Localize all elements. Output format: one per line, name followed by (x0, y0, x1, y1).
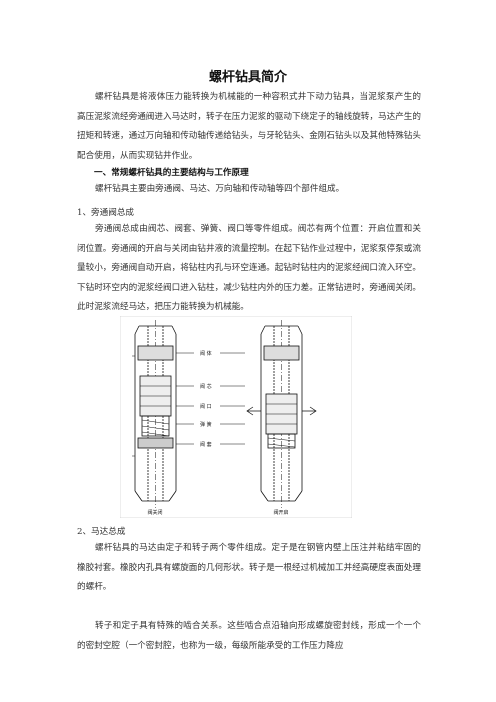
intro-paragraph: 螺杆钻具是将液体压力能转换为机械能的一种容积式井下动力钻具，当泥浆泵产生的高压泥… (77, 92, 421, 161)
caption-open: 阀开启 (273, 509, 288, 516)
valve-open-drawing (246, 320, 317, 508)
label-valve-core: 阀 芯 (200, 383, 212, 390)
valve-closed-drawing (132, 320, 177, 508)
subsection-heading-valve: 1、旁通阀总成 (77, 208, 135, 218)
bypass-valve-figure: 阀 体 阀 芯 阀 口 弹 簧 阀 套 (120, 316, 352, 518)
label-valve-body: 阀 体 (200, 350, 212, 357)
section-text: 螺杆钻具主要由旁通阀、马达、万向轴和传动轴等四个部件组成。 (95, 184, 345, 194)
page-title: 螺杆钻具简介 (208, 70, 287, 85)
label-spring: 弹 簧 (200, 421, 212, 428)
valve-paragraph: 旁通阀总成由阀芯、阀套、弹簧、阀口等零件组成。阀芯有两个位置：开启位置和关闭位置… (77, 224, 421, 312)
label-valve-port: 阀 口 (200, 403, 212, 410)
caption-closed: 阀关闭 (147, 509, 162, 516)
subsection-heading-motor: 2、马达总成 (77, 527, 126, 537)
label-valve-sleeve: 阀 套 (200, 441, 212, 448)
motor-paragraph: 螺杆钻具的马达由定子和转子两个零件组成。定子是在钢管内壁上压注并粘结牢固的橡胶衬… (77, 543, 421, 592)
section-heading: 一、常规螺杆钻具的主要结构与工作原理 (94, 168, 249, 178)
part-labels: 阀 体 阀 芯 阀 口 弹 簧 阀 套 (176, 350, 245, 448)
motor-paragraph-2: 转子和定子具有特殊的啮合关系。这些啮合点沿轴向形成螺旋密封线，形成一个一个的密封… (77, 621, 421, 651)
